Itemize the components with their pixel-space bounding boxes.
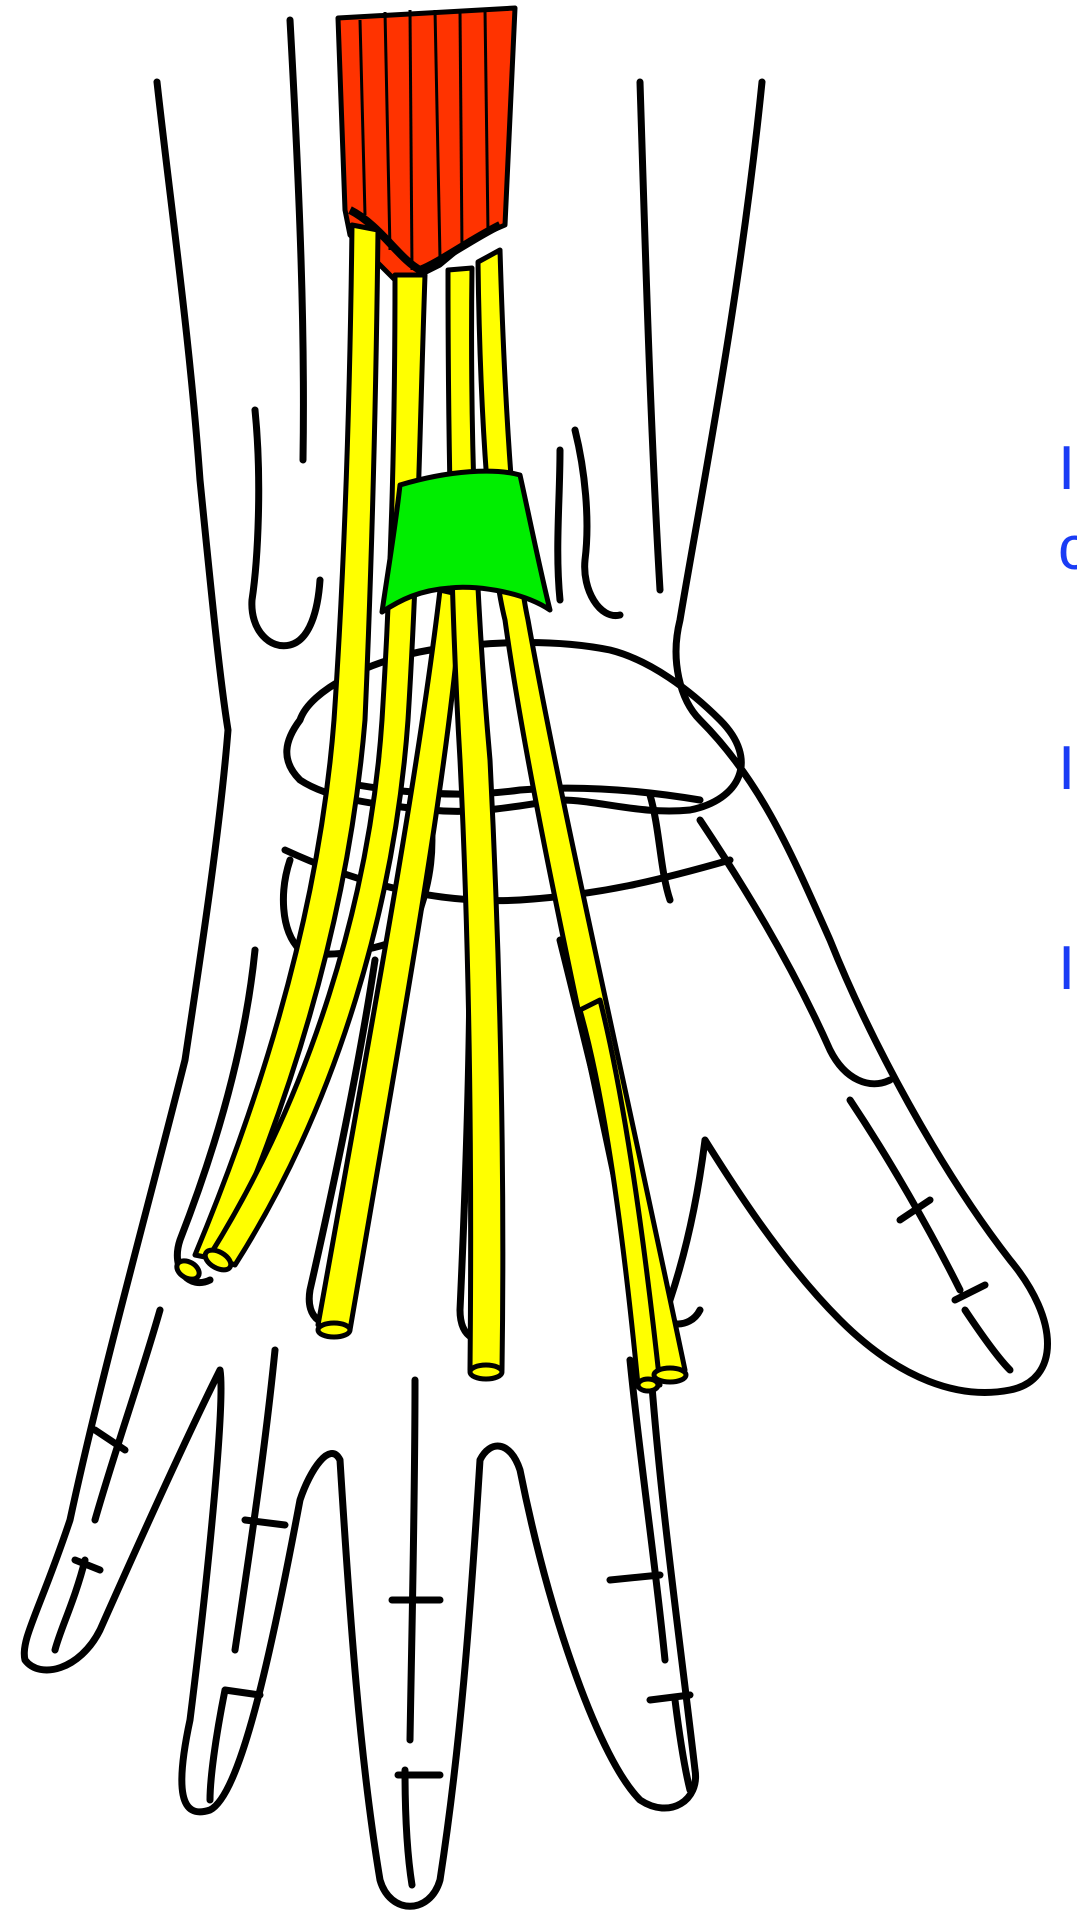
cut-off-label-3: I	[1058, 738, 1075, 800]
cut-off-label-4: I	[1058, 938, 1075, 1000]
cut-off-label-2: c	[1058, 518, 1077, 580]
cut-off-label-1: I	[1058, 438, 1075, 500]
